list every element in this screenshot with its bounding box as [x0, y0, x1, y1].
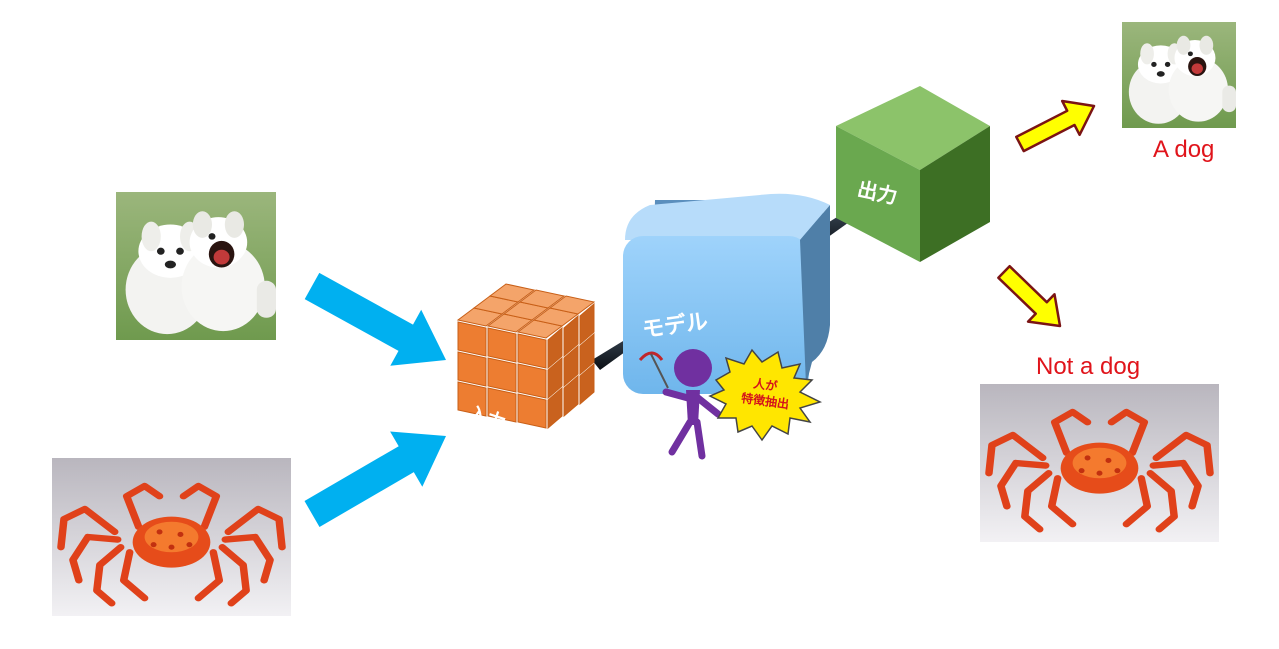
- output-arrow-up: [1015, 99, 1096, 153]
- output-crab-image: [980, 384, 1219, 542]
- input-arrow-top: [304, 272, 446, 366]
- model-block: [623, 193, 830, 394]
- output-dog-label: A dog: [1153, 136, 1214, 163]
- output-cube: [836, 86, 990, 262]
- input-arrow-bottom: [304, 431, 446, 527]
- input-dog-image: [116, 192, 276, 340]
- person-figure: [638, 349, 722, 460]
- annotation-burst: [708, 348, 823, 442]
- output-dog-image: [1122, 22, 1236, 128]
- output-arrow-down: [997, 264, 1062, 328]
- annotation-line2: 特徴抽出: [740, 390, 790, 412]
- input-cube: [456, 283, 596, 430]
- annotation-line1: 人が: [753, 376, 779, 394]
- input-crab-image: [52, 458, 291, 616]
- output-crab-label: Not a dog: [1036, 353, 1140, 380]
